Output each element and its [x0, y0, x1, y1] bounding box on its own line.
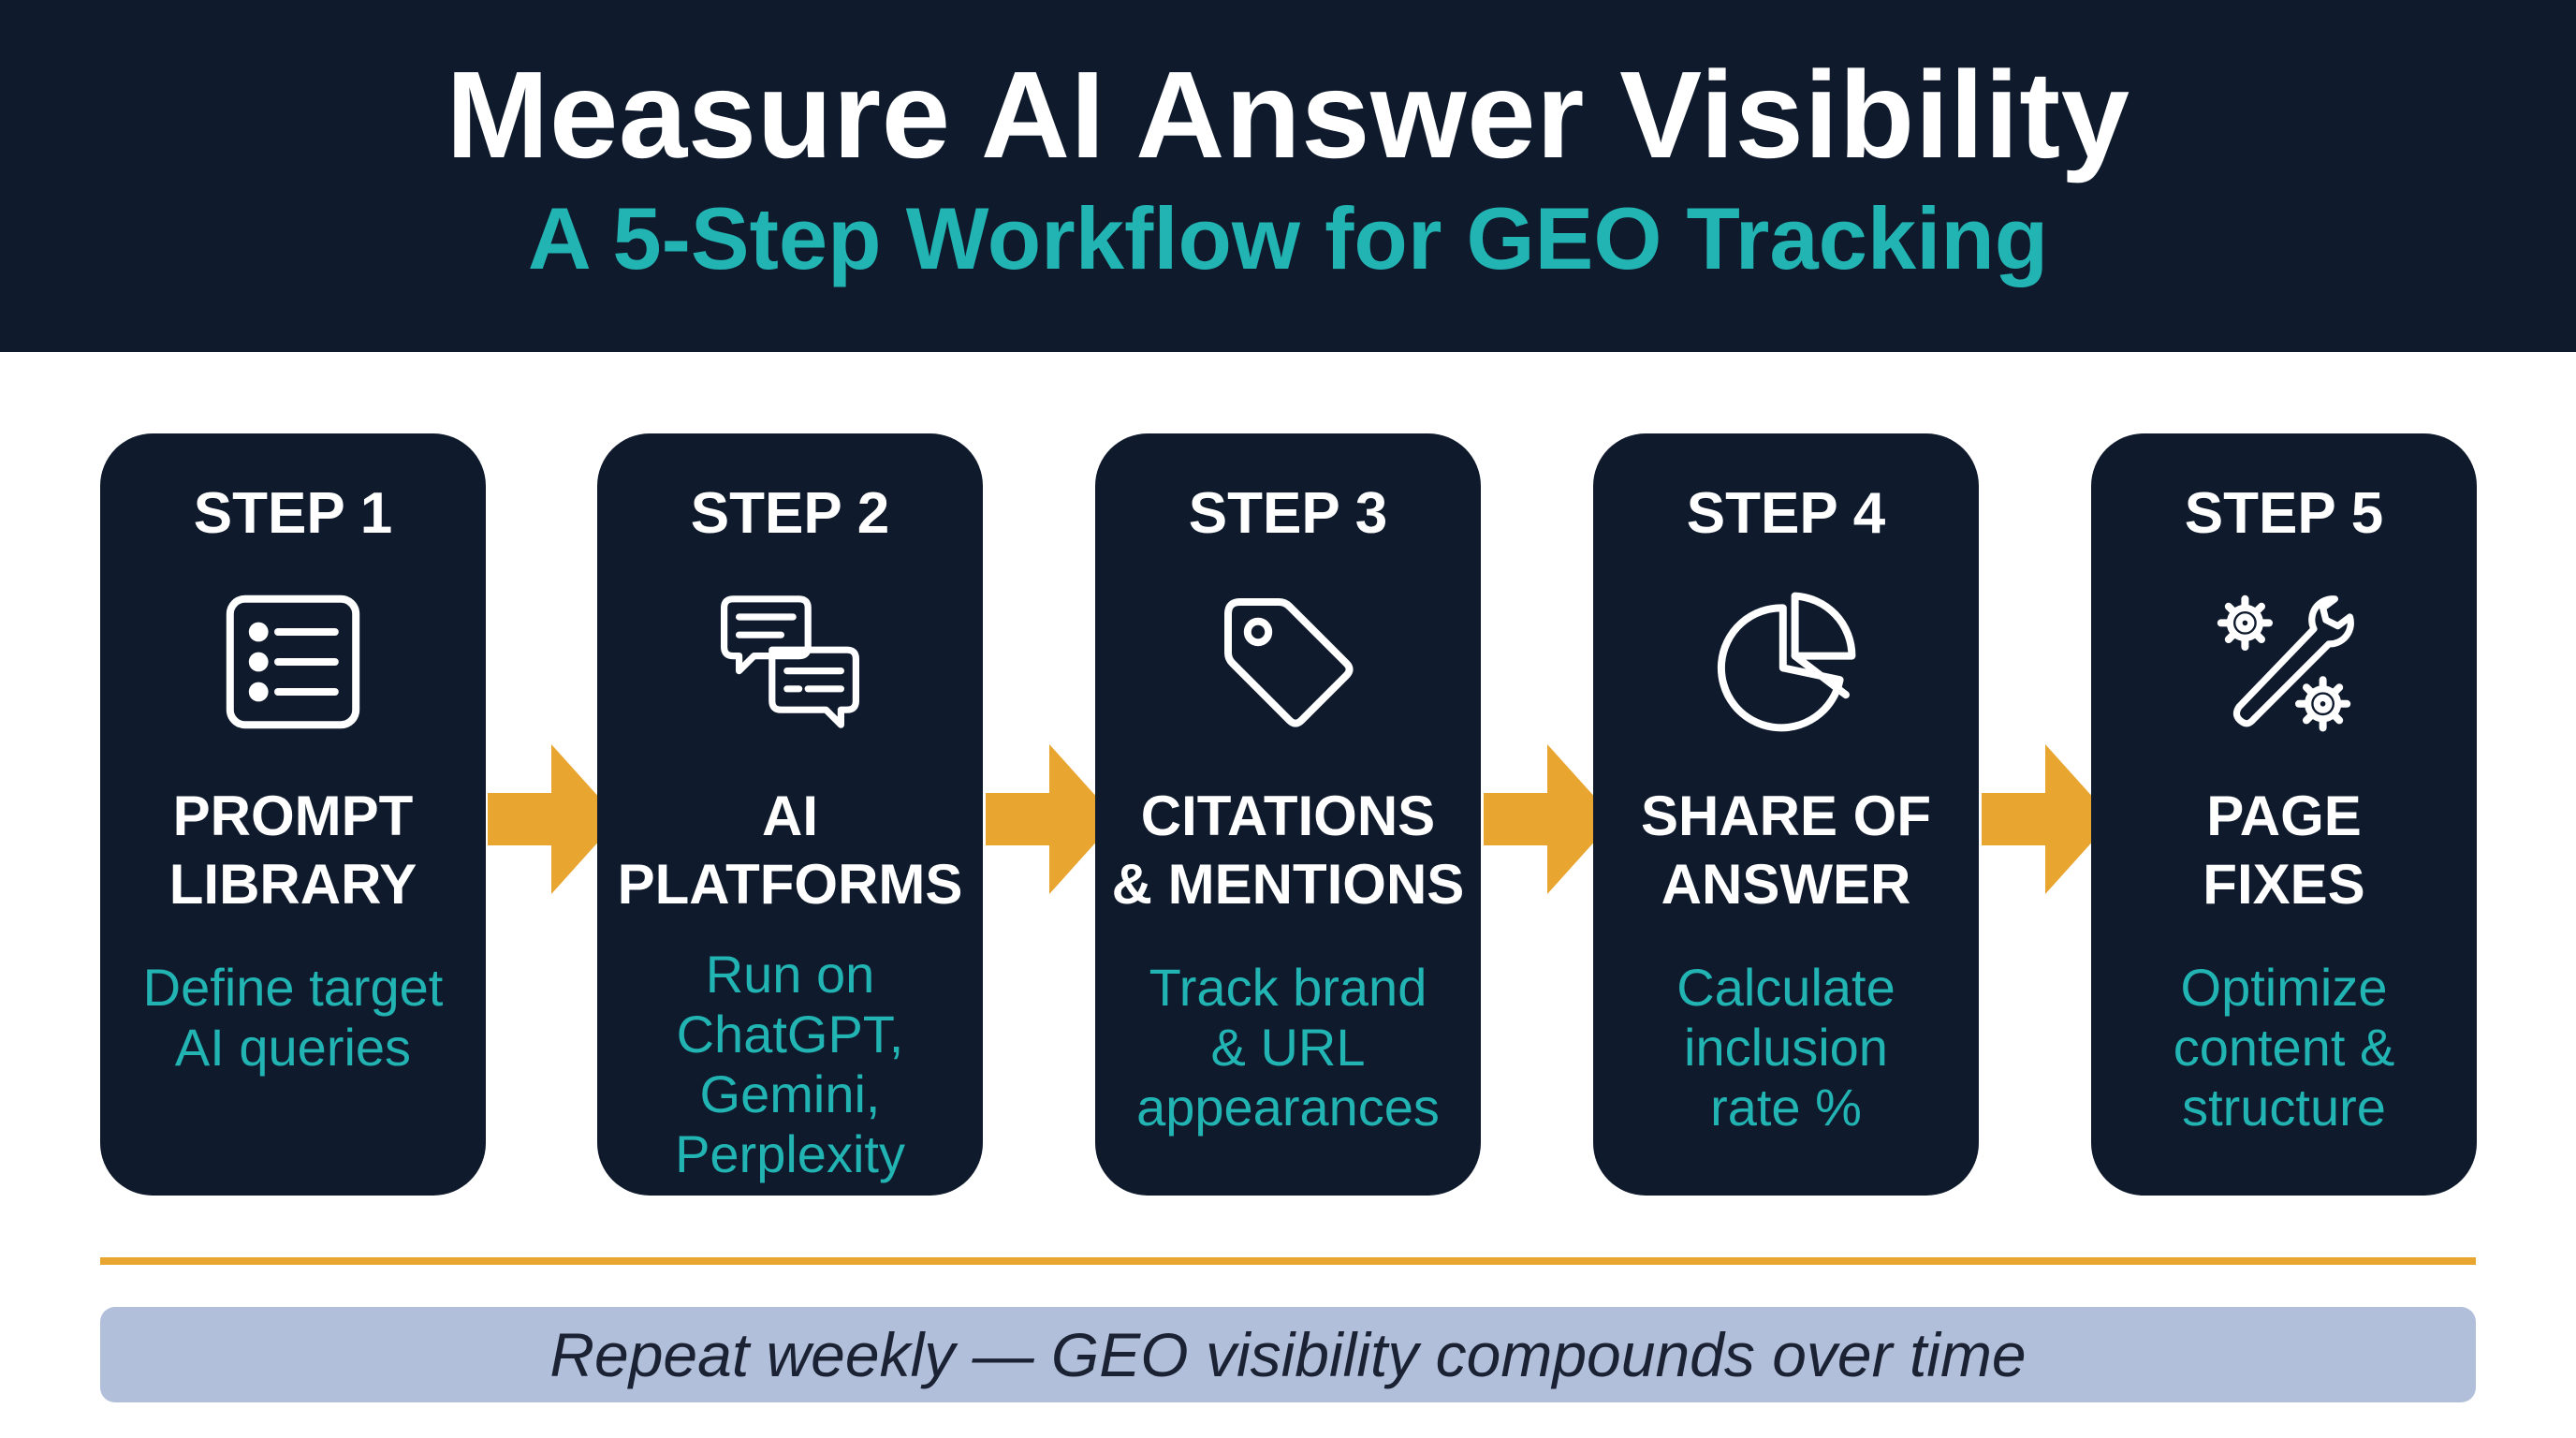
- footer-banner: Repeat weekly — GEO visibility compounds…: [100, 1307, 2476, 1402]
- step-name: SHARE OF ANSWER: [1640, 785, 1932, 916]
- step-name: PAGE FIXES: [2203, 785, 2365, 916]
- step-label: STEP 2: [690, 481, 890, 546]
- step-description: Run on ChatGPT, Gemini, Perplexity: [675, 945, 905, 1183]
- step-label: STEP 5: [2184, 481, 2384, 546]
- arrow-icon: [1484, 744, 1615, 894]
- list-icon: [218, 587, 368, 737]
- arrow-icon: [1982, 744, 2113, 894]
- page-subtitle: A 5-Step Workflow for GEO Tracking: [527, 189, 2049, 287]
- tag-icon: [1213, 587, 1363, 737]
- page-title: Measure AI Answer Visibility: [446, 46, 2130, 183]
- step-label: STEP 4: [1686, 481, 1886, 546]
- step-card-1: STEP 1 PROMPT LIBRARY Define target AI q…: [100, 433, 486, 1196]
- step-card-4: STEP 4 SHARE OF ANSWER Calculate inclusi…: [1593, 433, 1979, 1196]
- step-name: AI PLATFORMS: [617, 785, 963, 916]
- step-name: PROMPT LIBRARY: [168, 785, 417, 916]
- arrow-icon: [488, 744, 619, 894]
- step-description: Calculate inclusion rate %: [1676, 958, 1895, 1137]
- step-label: STEP 3: [1188, 481, 1388, 546]
- step-description: Track brand & URL appearances: [1136, 958, 1440, 1137]
- pie-chart-icon: [1711, 587, 1861, 737]
- chat-bubbles-icon: [715, 587, 865, 737]
- step-description: Define target AI queries: [142, 958, 444, 1077]
- step-name: CITATIONS & MENTIONS: [1111, 785, 1465, 916]
- step-card-2: STEP 2 AI PLATFORMS Run on ChatGPT, Gemi…: [597, 433, 983, 1196]
- step-description: Optimize content & structure: [2173, 958, 2395, 1137]
- divider-line: [100, 1257, 2476, 1265]
- step-label: STEP 1: [193, 481, 393, 546]
- step-card-5: STEP 5 PAGE FIXES: [2091, 433, 2477, 1196]
- step-card-3: STEP 3 CITATIONS & MENTIONS Track brand …: [1095, 433, 1481, 1196]
- arrow-icon: [986, 744, 1117, 894]
- header-banner: Measure AI Answer Visibility A 5-Step Wo…: [0, 0, 2576, 352]
- wrench-gears-icon: [2209, 587, 2359, 737]
